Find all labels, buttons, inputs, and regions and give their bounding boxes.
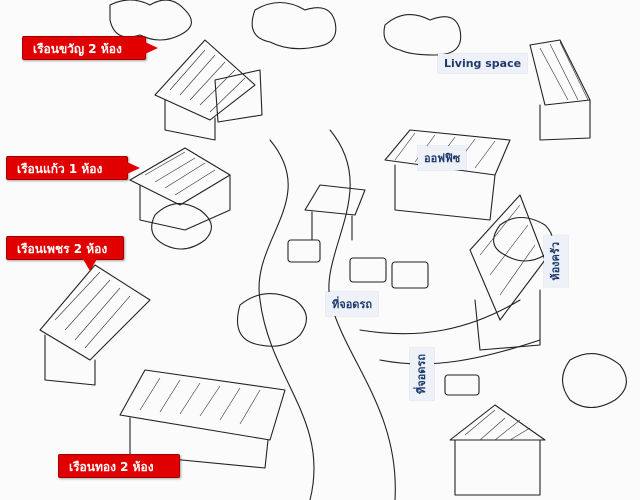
label-living-space: Living space (438, 54, 528, 73)
house-body (129, 417, 269, 469)
building-body (474, 289, 541, 351)
callout-house-kwan: เรือนขวัญ 2 ห้อง (22, 36, 158, 60)
house-roof (129, 147, 231, 206)
building-body (394, 164, 496, 221)
house-roof (39, 264, 151, 361)
callout-house-thong: เรือนทอง 2 ห้อง (58, 454, 180, 478)
house-body (139, 174, 231, 231)
tree-cluster (151, 203, 212, 250)
label-office: ออฟฟิซ (418, 146, 467, 170)
road-edge (258, 139, 315, 500)
building-roof (384, 129, 511, 176)
callout-house-phet: เรือนเพชร 2 ห้อง (6, 236, 124, 271)
house-roof (154, 39, 256, 121)
label-parking-2: ที่จอดรถ (410, 348, 434, 401)
pavilion-roof (304, 184, 366, 216)
house-body (164, 99, 216, 141)
car (287, 239, 321, 263)
car (391, 261, 429, 289)
tree-cluster (561, 353, 627, 409)
road-edge (359, 299, 521, 335)
house-roof (449, 404, 546, 441)
car (444, 374, 480, 396)
tree-cluster (251, 1, 337, 50)
pavilion-posts (311, 211, 353, 241)
building-roof (469, 194, 546, 321)
house-body (454, 439, 541, 496)
road-edge (379, 339, 541, 365)
label-parking-1: ที่จอดรถ (326, 292, 379, 316)
tree-cluster (109, 0, 192, 41)
label-kitchen: ห้องครัว (544, 236, 568, 287)
tree-cluster (383, 14, 462, 56)
car (349, 257, 387, 283)
callout-house-kaew: เรือนแก้ว 1 ห้อง (6, 156, 140, 180)
house-body (44, 334, 96, 386)
tree-cluster (236, 293, 307, 347)
house-roof (119, 369, 286, 441)
building-roof (529, 39, 591, 106)
building-body (539, 99, 591, 141)
house-annex (214, 69, 263, 123)
